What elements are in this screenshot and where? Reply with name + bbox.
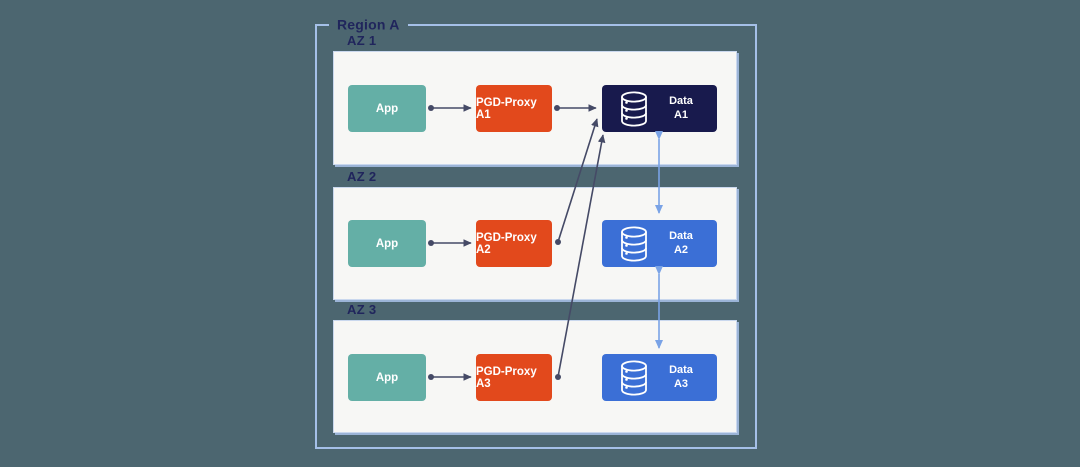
pgd-proxy-node-az3: PGD-Proxy A3 [476,354,552,401]
region-label: Region A [329,16,408,33]
app-node-az3: App [348,354,426,401]
data-node-label: Data A1 [669,94,693,121]
database-icon [621,360,647,395]
region-a-container: Region A [315,16,757,449]
data-node-a2: Data A2 [602,220,717,267]
data-node-a1: Data A1 [602,85,717,132]
app-node-label: App [375,102,399,115]
app-node-label: App [375,371,399,384]
data-node-label: Data A2 [669,229,693,256]
az2-label: AZ 2 [347,169,377,184]
az3-label: AZ 3 [347,302,377,317]
app-node-az1: App [348,85,426,132]
proxy-node-label: PGD-Proxy A1 [476,96,537,121]
app-node-az2: App [348,220,426,267]
proxy-node-label: PGD-Proxy A2 [476,231,537,256]
pgd-proxy-node-az1: PGD-Proxy A1 [476,85,552,132]
pgd-proxy-node-az2: PGD-Proxy A2 [476,220,552,267]
az1-label: AZ 1 [347,33,377,48]
database-icon [621,91,647,126]
proxy-node-label: PGD-Proxy A3 [476,365,537,390]
data-node-a3: Data A3 [602,354,717,401]
database-icon [621,226,647,261]
data-node-label: Data A3 [669,363,693,390]
app-node-label: App [375,237,399,250]
